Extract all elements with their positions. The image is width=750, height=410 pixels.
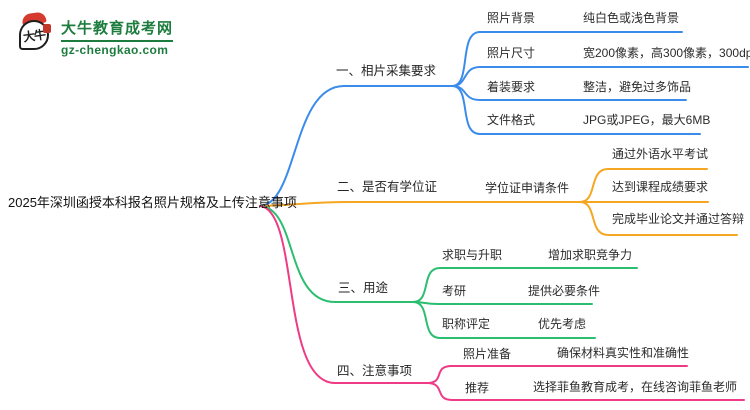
branch-2-row-3-value: 完成毕业论文并通过答辩 bbox=[612, 212, 745, 226]
branch-2-label: 二、是否有学位证 bbox=[337, 180, 438, 194]
branch-4-row-1-key: 照片准备 bbox=[463, 347, 512, 361]
branch-3-row-3-line bbox=[412, 301, 596, 339]
branch-3-row-3-key: 职称评定 bbox=[442, 317, 491, 331]
branch-4-row-2-key: 推荐 bbox=[465, 381, 490, 395]
logo-red-seal bbox=[43, 24, 51, 33]
site-domain: gz-chengkao.com bbox=[61, 43, 169, 57]
branch-1-row-3-value: 整洁，避免过多饰品 bbox=[583, 80, 692, 94]
branch-1-row-1-line bbox=[451, 31, 683, 87]
bull-bubble-icon: 大牛 bbox=[18, 11, 54, 54]
branch-3-main-line bbox=[259, 205, 414, 303]
root-node: 2025年深圳函授本科报名照片规格及上传注意事项 bbox=[8, 195, 297, 210]
branch-2-main-line bbox=[259, 201, 581, 207]
branch-3-row-3-value: 优先考虑 bbox=[538, 317, 587, 331]
branch-4-lines bbox=[259, 205, 745, 401]
branch-1-row-4-value: JPG或JPEG，最大6MB bbox=[583, 113, 711, 127]
branch-4-row-2-line bbox=[426, 382, 745, 401]
branch-1-label: 一、相片采集要求 bbox=[336, 64, 437, 78]
logo-text-block: 大牛教育成考网 gz-chengkao.com bbox=[61, 12, 173, 57]
branch-1-lines bbox=[259, 31, 749, 207]
branch-2-row-2-value: 达到课程成绩要求 bbox=[612, 180, 709, 194]
branch-3-row-1-line bbox=[412, 267, 638, 303]
branch-4-label: 四、注意事项 bbox=[337, 364, 413, 378]
logo-divider bbox=[61, 40, 173, 42]
branch-1-row-1-key: 照片背景 bbox=[487, 11, 536, 25]
branch-1-main-line bbox=[259, 85, 453, 207]
branch-3-row-2-value: 提供必要条件 bbox=[528, 284, 601, 298]
branch-3-row-1-key: 求职与升职 bbox=[442, 248, 503, 262]
branch-3-row-2-line bbox=[412, 301, 593, 305]
branch-3-row-2-key: 考研 bbox=[442, 284, 467, 298]
branch-1-row-2-value: 宽200像素，高300像素，300dpi bbox=[583, 46, 750, 60]
branch-3-row-1-value: 增加求职竞争力 bbox=[548, 248, 633, 262]
branch-1-row-2-line bbox=[451, 66, 749, 87]
branch-3-lines bbox=[259, 205, 638, 339]
branch-1-row-3-key: 着装要求 bbox=[487, 80, 536, 94]
branch-4-row-2-value: 选择菲鱼教育成考，在线咨询菲鱼老师 bbox=[533, 380, 738, 394]
branch-1-row-4-key: 文件格式 bbox=[487, 113, 536, 127]
branch-3-label: 三、用途 bbox=[338, 281, 389, 295]
branch-1-row-1-value: 纯白色或浅色背景 bbox=[583, 11, 680, 25]
branch-1-row-2-key: 照片尺寸 bbox=[487, 46, 536, 60]
site-name: 大牛教育成考网 bbox=[61, 20, 174, 37]
branch-4-main-line bbox=[259, 205, 428, 384]
branch-2-row-3-line bbox=[579, 201, 738, 236]
branch-4-row-1-line bbox=[426, 365, 688, 384]
branch-1-row-4-line bbox=[451, 85, 701, 135]
branch-2-row-1-line bbox=[579, 168, 708, 203]
branch-4-row-1-value: 确保材料真实性和准确性 bbox=[557, 346, 690, 360]
branch-2-mid-node: 学位证申请条件 bbox=[485, 181, 570, 195]
site-logo: 大牛 大牛教育成考网 gz-chengkao.com bbox=[18, 11, 173, 57]
branch-2-row-1-value: 通过外语水平考试 bbox=[612, 147, 709, 161]
branch-2-lines bbox=[259, 168, 738, 236]
